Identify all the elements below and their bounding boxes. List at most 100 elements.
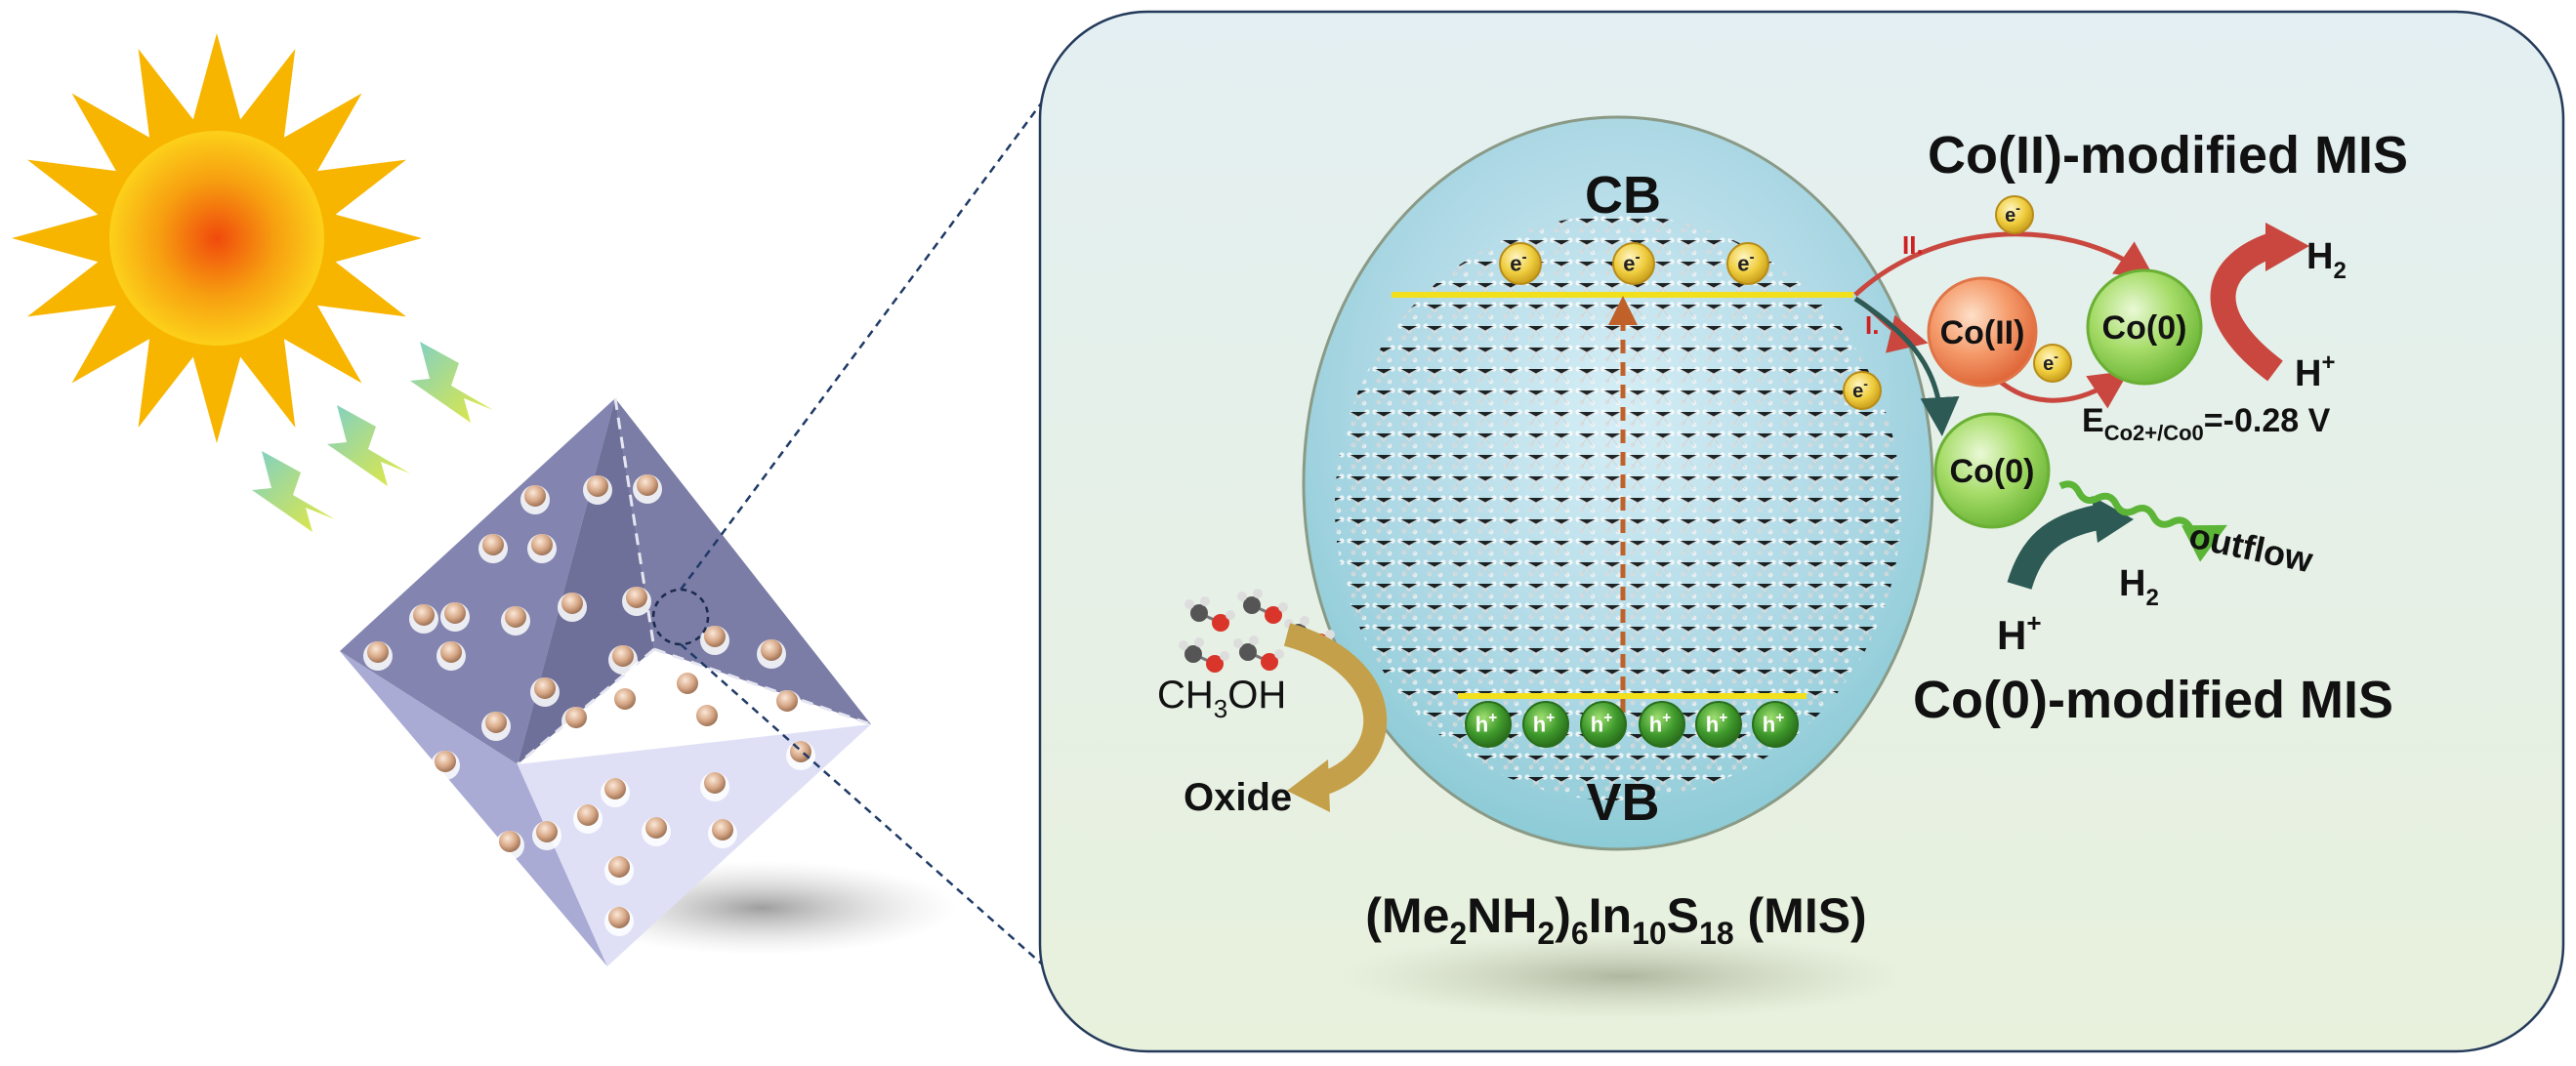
- bead: [677, 673, 698, 694]
- co0-modified-title: Co(0)-modified MIS: [1913, 671, 2393, 729]
- hole-charge: +: [1603, 710, 1612, 726]
- hole: h+: [1695, 701, 1742, 748]
- sun: [12, 33, 422, 443]
- hole-charge: +: [1546, 710, 1555, 726]
- co-electrons: e-e-e-: [1843, 195, 2072, 410]
- electron: e-: [1612, 242, 1655, 285]
- formula-s2: 2: [1537, 916, 1555, 951]
- bead: [367, 641, 389, 663]
- oxidation-arrowhead: [1287, 759, 1330, 812]
- methanol-a: CH: [1157, 674, 1214, 717]
- sun-icon: [109, 131, 324, 346]
- hole: h+: [1752, 701, 1799, 748]
- oxidation-arrow: [1283, 623, 1388, 798]
- cb-electrons: e-e-e-: [1499, 242, 1769, 285]
- bead: [696, 705, 718, 726]
- electron: e-: [1499, 242, 1542, 285]
- light-bolt-icon: [327, 405, 410, 486]
- co2-particle: [1927, 276, 2038, 388]
- bead: [614, 688, 636, 710]
- zoom-circle: [651, 588, 710, 646]
- bead: [612, 645, 634, 667]
- hplus-lower-main: H: [1997, 612, 2026, 658]
- electron-sphere: [1995, 195, 2034, 234]
- bead: [440, 641, 462, 663]
- h2-lower-main: H: [2119, 563, 2145, 604]
- co2-label: Co(II): [1940, 314, 2025, 351]
- co0-particle: [2086, 268, 2203, 386]
- octahedron-face-left: [340, 398, 615, 764]
- mis-shadow: [1340, 932, 1906, 1020]
- electron-sphere: [2033, 344, 2072, 383]
- lower-h2-arrowhead: [2092, 496, 2134, 543]
- potential-value: =-0.28 V: [2204, 402, 2331, 439]
- bead: [776, 690, 798, 712]
- bead: [577, 804, 599, 826]
- hplus-lower: H+: [1997, 608, 2042, 658]
- bead: [505, 606, 526, 628]
- electron-sphere: [1843, 371, 1882, 410]
- electron-charge: -: [2054, 348, 2058, 364]
- upper-h2-arrowhead: [2265, 223, 2309, 271]
- h2-lower: H2: [2119, 563, 2159, 611]
- hole-sphere: [1695, 701, 1742, 748]
- co2-modified-title: Co(II)-modified MIS: [1928, 126, 2408, 184]
- h2-lower-sub: 2: [2145, 585, 2158, 611]
- methanol-molecule-icon: [1184, 596, 1235, 632]
- hole-sphere: [1639, 701, 1685, 748]
- potential-e: E: [2082, 402, 2104, 439]
- electron-charge: -: [1750, 249, 1755, 266]
- hole-charge: +: [1775, 710, 1784, 726]
- methanol-molecule-icon: [1237, 589, 1288, 624]
- hole: h+: [1465, 701, 1512, 748]
- electron-sphere: [1499, 242, 1542, 285]
- methanol-b: OH: [1227, 674, 1286, 717]
- h2-upper-main: H: [2306, 236, 2333, 277]
- pathway-1-label: I.: [1865, 310, 1879, 340]
- zoom-line-top: [679, 38, 1091, 591]
- formula-p4: In: [1589, 888, 1632, 943]
- electron-sphere: [1726, 242, 1769, 285]
- co0-lower-particle: [1933, 412, 2051, 529]
- hplus-lower-sup: +: [2026, 608, 2041, 637]
- pathway-2-arrow: [1853, 231, 2156, 297]
- bead: [499, 831, 520, 852]
- bead: [524, 485, 546, 507]
- bead: [531, 534, 553, 555]
- bead: [761, 639, 782, 661]
- electron-sphere: [1612, 242, 1655, 285]
- lower-h2-evolution-arrow: [2007, 505, 2100, 591]
- formula-s5: 18: [1699, 916, 1734, 951]
- formula-s3: 6: [1571, 916, 1589, 951]
- outflow-arrow: [2058, 480, 2227, 562]
- potential-label: ECo2+/Co0=-0.28 V: [2082, 402, 2331, 445]
- bead: [482, 534, 504, 555]
- hole: h+: [1580, 701, 1627, 748]
- formula-p5: S: [1667, 888, 1699, 943]
- bead: [435, 751, 456, 772]
- hole: h+: [1639, 701, 1685, 748]
- bead: [626, 587, 647, 608]
- formula-p6: (MIS): [1734, 888, 1867, 943]
- electron-charge: -: [2015, 200, 2020, 216]
- bead: [608, 856, 630, 878]
- bead: [565, 707, 587, 728]
- electron-charge: -: [1522, 249, 1527, 266]
- bead: [536, 821, 558, 842]
- hole-charge: +: [1719, 710, 1727, 726]
- oxide-label: Oxide: [1184, 776, 1292, 819]
- methanol-sub: 3: [1214, 694, 1227, 723]
- co0-lower-arrow: [1853, 296, 1960, 436]
- methanol-molecule-icon: [1233, 636, 1284, 671]
- hole-charge: +: [1488, 710, 1497, 726]
- methanol-molecule-icon: [1179, 637, 1229, 673]
- h2-upper-sub: 2: [2333, 258, 2346, 284]
- h2-upper: H2: [2306, 236, 2347, 284]
- hole-charge: +: [1662, 710, 1671, 726]
- pathway-2-label: II.: [1902, 230, 1924, 260]
- vb-holes: h+h+h+h+h+h+: [1465, 701, 1799, 748]
- formula-p2: NH: [1467, 888, 1537, 943]
- hole: h+: [1522, 701, 1569, 748]
- mis-octahedron: [340, 397, 957, 966]
